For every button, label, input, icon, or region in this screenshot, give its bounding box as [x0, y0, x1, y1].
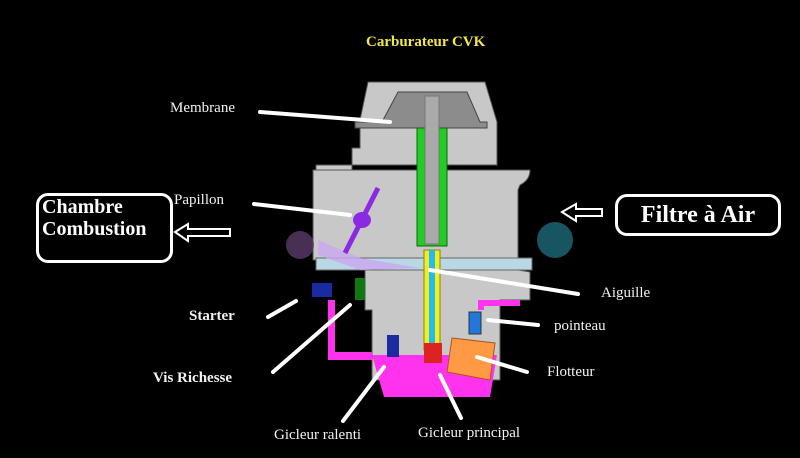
arrow-from-air-filter: [560, 202, 603, 223]
float-needle: [468, 311, 482, 335]
fuel-line-starter: [328, 300, 372, 360]
label-aiguille: Aiguille: [601, 285, 651, 301]
combustion-label-line1: Chambre: [42, 196, 123, 218]
needle: [429, 250, 435, 345]
label-pointeau: pointeau: [554, 318, 606, 334]
throttle-pivot: [353, 212, 371, 228]
spring: [424, 95, 440, 245]
fuel-line-pointeau: [478, 300, 520, 310]
diagram-title: Carburateur CVK: [366, 34, 486, 50]
label-membrane: Membrane: [170, 100, 235, 116]
arrow-to-combustion: [173, 222, 231, 243]
label-gicleur-principal: Gicleur principal: [418, 425, 521, 441]
leader-lines: [252, 110, 580, 423]
main-jet: [424, 343, 442, 363]
label-vis-richesse: Vis Richesse: [153, 370, 233, 386]
combustion-chamber-box: Chambre Combustion: [36, 193, 173, 263]
air-filter-label: Filtre à Air: [640, 202, 756, 228]
label-flotteur: Flotteur: [547, 364, 595, 380]
float: [446, 337, 496, 381]
mixture-screw: [355, 278, 365, 300]
label-papillon: Papillon: [174, 192, 225, 208]
idle-jet: [387, 335, 399, 357]
air-cloud-left: [286, 231, 314, 259]
label-starter: Starter: [189, 308, 235, 324]
combustion-label-line2: Combustion: [42, 218, 147, 240]
air-cloud-right: [537, 222, 573, 258]
label-gicleur-ralenti: Gicleur ralenti: [274, 427, 362, 443]
air-flow-left: [318, 240, 420, 270]
air-filter-box: Filtre à Air: [615, 194, 781, 236]
starter-valve: [312, 283, 332, 297]
